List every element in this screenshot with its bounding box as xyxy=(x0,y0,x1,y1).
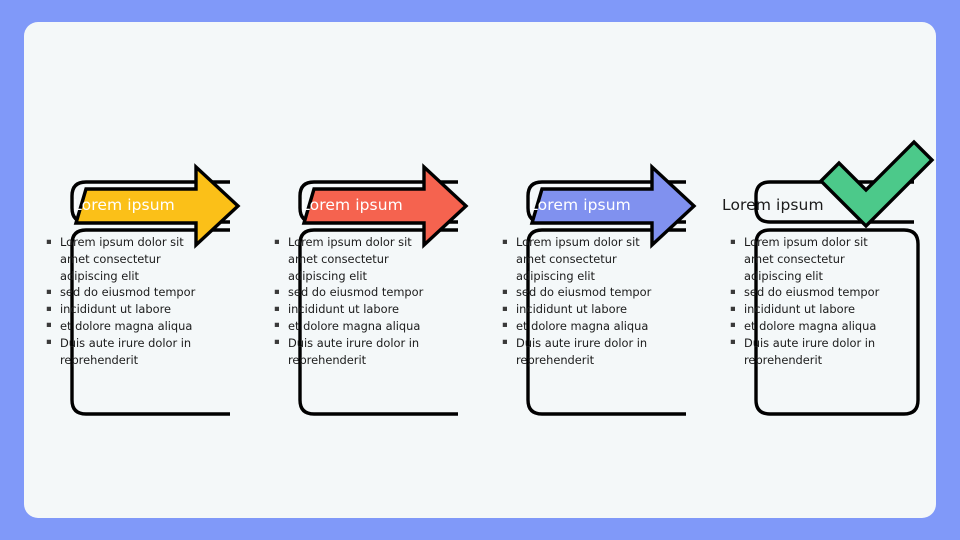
process-step[interactable]: Lorem ipsumLorem ipsum dolor sit amet co… xyxy=(480,22,708,518)
arrow-right-icon xyxy=(529,163,697,249)
bullet-item: Duis aute irure dolor in reprehenderit xyxy=(502,334,662,369)
bullet-item: et dolore magna aliqua xyxy=(502,317,662,335)
step-bullet-list: Lorem ipsum dolor sit amet consectetur a… xyxy=(274,233,434,369)
bullet-item: Duis aute irure dolor in reprehenderit xyxy=(46,334,206,369)
step-bullet-list: Lorem ipsum dolor sit amet consectetur a… xyxy=(46,233,206,369)
bullet-item: sed do eiusmod tempor xyxy=(46,284,206,301)
bullet-item: Lorem ipsum dolor sit amet consectetur a… xyxy=(274,233,434,284)
bullet-item: Duis aute irure dolor in reprehenderit xyxy=(274,334,434,369)
bullet-item: Lorem ipsum dolor sit amet consectetur a… xyxy=(730,233,890,284)
process-diagram: Lorem ipsumLorem ipsum dolor sit amet co… xyxy=(24,22,936,518)
step-body-card xyxy=(754,228,920,416)
slide-panel: Lorem ipsumLorem ipsum dolor sit amet co… xyxy=(24,22,936,518)
step-graphics xyxy=(298,163,469,416)
step-header-outline xyxy=(754,180,914,224)
bullet-item: sed do eiusmod tempor xyxy=(502,284,662,301)
bullet-item: incididunt ut labore xyxy=(730,301,890,318)
bullet-item: incididunt ut labore xyxy=(46,301,206,318)
bullet-list: Lorem ipsum dolor sit amet consectetur a… xyxy=(502,233,662,369)
bullet-item: sed do eiusmod tempor xyxy=(274,284,434,301)
bullet-item: Lorem ipsum dolor sit amet consectetur a… xyxy=(502,233,662,284)
bullet-list: Lorem ipsum dolor sit amet consectetur a… xyxy=(46,233,206,369)
bullet-item: incididunt ut labore xyxy=(502,301,662,318)
step-bullet-list: Lorem ipsum dolor sit amet consectetur a… xyxy=(502,233,662,369)
bullet-item: Lorem ipsum dolor sit amet consectetur a… xyxy=(46,233,206,284)
process-step[interactable]: Lorem ipsumLorem ipsum dolor sit amet co… xyxy=(252,22,480,518)
bullet-item: incididunt ut labore xyxy=(274,301,434,318)
bullet-item: et dolore magna aliqua xyxy=(730,317,890,335)
step-graphics xyxy=(754,139,935,416)
check-mark-icon xyxy=(818,139,935,229)
bullet-item: Duis aute irure dolor in reprehenderit xyxy=(730,334,890,369)
bullet-item: et dolore magna aliqua xyxy=(46,317,206,335)
bullet-list: Lorem ipsum dolor sit amet consectetur a… xyxy=(730,233,890,369)
process-step[interactable]: Lorem ipsumLorem ipsum dolor sit amet co… xyxy=(24,22,252,518)
process-step[interactable]: Lorem ipsumLorem ipsum dolor sit amet co… xyxy=(708,22,936,518)
step-bullet-list: Lorem ipsum dolor sit amet consectetur a… xyxy=(730,233,890,369)
bullet-item: sed do eiusmod tempor xyxy=(730,284,890,301)
arrow-right-icon xyxy=(301,163,469,249)
step-graphics xyxy=(70,163,241,416)
bullet-list: Lorem ipsum dolor sit amet consectetur a… xyxy=(274,233,434,369)
arrow-right-icon xyxy=(73,163,241,249)
bullet-item: et dolore magna aliqua xyxy=(274,317,434,335)
